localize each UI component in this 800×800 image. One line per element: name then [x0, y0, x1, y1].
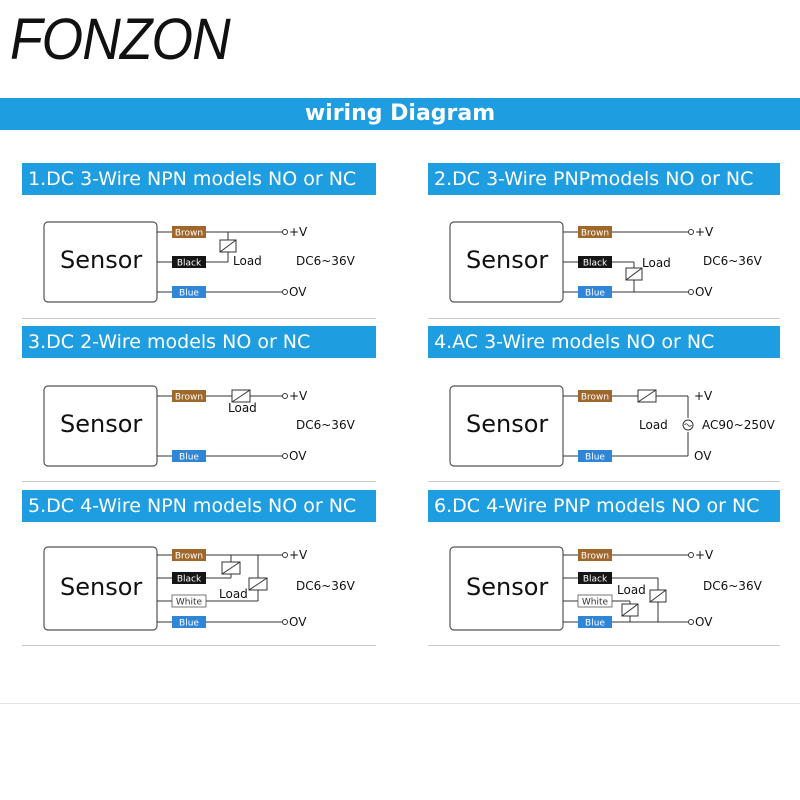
wire-label: Brown	[175, 229, 203, 239]
sensor-label: Sensor	[60, 410, 142, 438]
load-label: Load	[233, 254, 262, 268]
wire-tag-black	[172, 572, 206, 584]
wire-tag-black	[172, 256, 206, 268]
wire-tag-black	[578, 572, 612, 584]
wire-label: Brown	[581, 552, 609, 562]
sensor-label: Sensor	[466, 573, 548, 601]
wiring-diagram-4-svg: Sensor Brown Blue Load +V OV AC90~250V	[449, 385, 776, 467]
wire-label: Brown	[581, 229, 609, 239]
wiring-diagram-6: Sensor Brown Black White Blue Load +V OV…	[406, 538, 786, 648]
sensor-label: Sensor	[60, 573, 142, 601]
wire-tag-brown	[578, 390, 612, 402]
supply-label: DC6~36V	[703, 579, 763, 593]
wire-label: Brown	[175, 552, 203, 562]
supply-label: AC90~250V	[702, 418, 776, 432]
wire-tag-white	[171, 594, 207, 608]
load-label: Load	[219, 587, 248, 601]
terminal-plus-label: +V	[695, 225, 714, 239]
divider	[428, 481, 780, 482]
terminal-zero-label: OV	[289, 449, 307, 463]
wire-tag-brown	[172, 549, 206, 561]
wire-label: Brown	[581, 393, 609, 403]
divider	[428, 645, 780, 646]
wire-tag-brown	[172, 390, 206, 402]
terminal-plus-label: +V	[694, 389, 713, 403]
wire-label: Blue	[585, 289, 605, 299]
wire-tag-blue	[578, 450, 612, 462]
supply-label: DC6~36V	[703, 254, 763, 268]
wire-tag-brown	[578, 549, 612, 561]
wiring-diagram-3: Sensor Brown Blue Load +V OV DC6~36V	[0, 374, 380, 484]
wire-label: White	[176, 598, 203, 608]
wiring-diagram-3-svg: Sensor Brown Blue Load +V OV DC6~36V	[43, 385, 356, 467]
section-title-4: 4.AC 3-Wire models NO or NC	[428, 326, 780, 358]
wire-label: Black	[583, 259, 608, 269]
wire-label: Black	[583, 575, 608, 585]
supply-label: DC6~36V	[296, 254, 356, 268]
wire-tag-black	[578, 256, 612, 268]
wire-tag-brown	[172, 226, 206, 238]
wire-label: Blue	[179, 453, 199, 463]
terminal-zero-label: OV	[289, 285, 307, 299]
wire-label: Blue	[585, 619, 605, 629]
section-title-1: 1.DC 3-Wire NPN models NO or NC	[22, 163, 376, 195]
supply-label: DC6~36V	[296, 418, 356, 432]
terminal-plus-label: +V	[289, 548, 308, 562]
wiring-diagram-6-svg: Sensor Brown Black White Blue Load +V OV…	[449, 546, 763, 631]
wire-label: Blue	[179, 289, 199, 299]
wiring-diagram-1: Sensor Brown Black Blue Load +V OV DC6~3…	[0, 210, 380, 320]
sensor-label: Sensor	[466, 410, 548, 438]
terminal-zero-label: OV	[694, 449, 712, 463]
load-label: Load	[617, 583, 646, 597]
wire-tag-blue	[578, 286, 612, 298]
wire-label: White	[582, 598, 609, 608]
divider	[428, 318, 780, 319]
wire-tag-brown	[578, 226, 612, 238]
wire-tag-blue	[578, 616, 612, 628]
wiring-diagram-4: Sensor Brown Blue Load +V OV AC90~250V	[406, 374, 786, 484]
supply-label: DC6~36V	[296, 579, 356, 593]
footer-line	[0, 703, 800, 704]
divider	[22, 645, 376, 646]
wire-tag-white	[577, 594, 613, 608]
wire-tag-blue	[172, 286, 206, 298]
page-title: wiring Diagram	[0, 98, 800, 130]
terminal-zero-label: OV	[695, 615, 713, 629]
brand-logo: FONZON	[10, 7, 231, 72]
wire-label: Brown	[175, 393, 203, 403]
section-title-6: 6.DC 4-Wire PNP models NO or NC	[428, 490, 780, 522]
divider	[22, 318, 376, 319]
wire-label: Blue	[179, 619, 199, 629]
wire-label: Black	[177, 575, 202, 585]
terminal-plus-label: +V	[695, 548, 714, 562]
load-label: Load	[642, 256, 671, 270]
wire-tag-blue	[172, 616, 206, 628]
terminal-zero-label: OV	[289, 615, 307, 629]
wiring-diagram-1-svg: Sensor Brown Black Blue Load +V OV DC6~3…	[43, 221, 356, 303]
wiring-diagram-5-svg: Sensor Brown Black White Blue Load +V OV…	[43, 546, 356, 631]
terminal-plus-label: +V	[289, 225, 308, 239]
terminal-plus-label: +V	[289, 389, 308, 403]
section-title-5: 5.DC 4-Wire NPN models NO or NC	[22, 490, 376, 522]
wiring-diagram-5: Sensor Brown Black White Blue Load +V OV…	[0, 538, 380, 648]
section-title-2: 2.DC 3-Wire PNPmodels NO or NC	[428, 163, 780, 195]
sensor-label: Sensor	[60, 246, 142, 274]
wire-label: Black	[177, 259, 202, 269]
load-label: Load	[228, 401, 257, 415]
wiring-diagram-2-svg: Sensor Brown Black Blue Load +V OV DC6~3…	[449, 221, 763, 303]
wire-tag-blue	[172, 450, 206, 462]
sensor-label: Sensor	[466, 246, 548, 274]
load-label: Load	[639, 418, 668, 432]
wire-label: Blue	[585, 453, 605, 463]
section-title-3: 3.DC 2-Wire models NO or NC	[22, 326, 376, 358]
divider	[22, 481, 376, 482]
wiring-diagram-2: Sensor Brown Black Blue Load +V OV DC6~3…	[406, 210, 786, 320]
terminal-zero-label: OV	[695, 285, 713, 299]
